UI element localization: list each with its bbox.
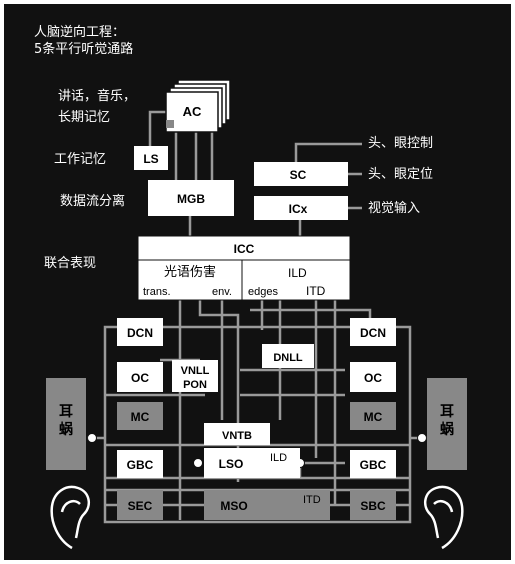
vntb-label: VNTB <box>222 430 252 442</box>
junction-dot-lso-left <box>193 458 203 468</box>
gbc-left-label: GBC <box>127 458 154 472</box>
label-stream-separation: 数据流分离 <box>60 193 125 209</box>
cochlea-left-box <box>46 378 86 470</box>
sc-label: SC <box>290 168 307 182</box>
icx-label: ICx <box>289 202 308 216</box>
line-sc-control <box>294 142 362 162</box>
icc-itd: ITD <box>306 284 326 298</box>
ac-label: AC <box>183 104 202 119</box>
label-joint-representation: 联合表现 <box>44 256 96 271</box>
cochlea-right-box <box>427 378 467 470</box>
label-head-eye-control: 头、眼控制 <box>368 136 433 151</box>
sec-label: SEC <box>128 499 153 513</box>
icc-ild: ILD <box>288 266 307 280</box>
junction-dot-left <box>87 433 97 443</box>
vnll-pon-box <box>172 360 218 392</box>
title-line-1: 人脑逆向工程： <box>34 24 125 40</box>
dnll-label: DNLL <box>273 352 303 364</box>
ls-box <box>134 146 168 170</box>
mc-left-label: MC <box>131 410 150 424</box>
gbc-box <box>117 450 163 478</box>
ear-left-icon <box>50 485 91 550</box>
gbc-right-box <box>350 450 396 478</box>
dcn-left-box <box>117 318 163 346</box>
icc-label: ICC <box>234 242 255 256</box>
sbc-box <box>350 490 396 520</box>
line-vert-2 <box>198 300 240 482</box>
dcn-left-label: DCN <box>127 326 153 340</box>
ear-right-icon <box>423 485 464 550</box>
mc-left-box <box>117 402 163 430</box>
label-working-memory: 工作记忆 <box>54 151 106 167</box>
icc-edges: edges <box>248 286 278 298</box>
mc-right-box <box>350 402 396 430</box>
oc-right-box <box>350 362 396 392</box>
mso-label: MSO <box>220 499 247 513</box>
oc-left-box <box>117 362 163 392</box>
bus-frame <box>103 325 412 524</box>
label-speech-music: 讲话，音乐， <box>58 88 136 104</box>
line-icc-dcn-right <box>250 308 372 318</box>
line-ac-ls <box>148 110 168 146</box>
pon-label: PON <box>183 379 207 391</box>
lso-box <box>204 448 300 478</box>
junction-dot-right <box>417 433 427 443</box>
mso-box <box>204 490 330 520</box>
sbc-label: SBC <box>360 499 386 513</box>
icc-left-panel <box>137 259 243 301</box>
oc-left-label: OC <box>131 371 149 385</box>
icx-box <box>254 196 348 220</box>
label-visual-input: 视觉输入 <box>368 200 420 216</box>
lso-label: LSO <box>219 457 244 471</box>
ac-box <box>165 91 219 133</box>
title-line-2: 5条平行听觉通路 <box>34 41 133 57</box>
ls-label: LS <box>143 152 158 166</box>
vntb-box <box>204 423 270 445</box>
oc-right-label: OC <box>364 371 382 385</box>
label-long-term-memory: 长期记忆 <box>58 109 110 125</box>
dcn-right-box <box>350 318 396 346</box>
cochlea-left-char2: 蜗 <box>59 421 73 437</box>
vnll-label: VNLL <box>181 365 210 377</box>
icc-right-panel <box>241 259 351 301</box>
cochlea-right-char2: 蜗 <box>440 421 454 437</box>
cochlea-left-char1: 耳 <box>59 403 73 419</box>
mgb-label: MGB <box>177 192 205 206</box>
label-head-eye-locate: 头、眼定位 <box>368 167 433 182</box>
icc-env: env. <box>212 286 232 298</box>
mgb-box <box>148 180 234 216</box>
lso-ild-label: ILD <box>270 452 287 464</box>
dcn-right-label: DCN <box>360 326 386 340</box>
sc-box <box>254 162 348 186</box>
dnll-box <box>262 344 314 368</box>
gbc-right-label: GBC <box>360 458 387 472</box>
ac-stack: AC <box>165 79 231 133</box>
icc-box <box>137 235 351 261</box>
mso-itd-label: ITD <box>303 494 321 506</box>
icc-left-title: 光语伤害 <box>164 264 216 279</box>
icc-trans: trans. <box>143 286 171 298</box>
cochlea-right-char1: 耳 <box>440 403 454 419</box>
sec-box <box>117 490 163 520</box>
mc-right-label: MC <box>364 410 383 424</box>
